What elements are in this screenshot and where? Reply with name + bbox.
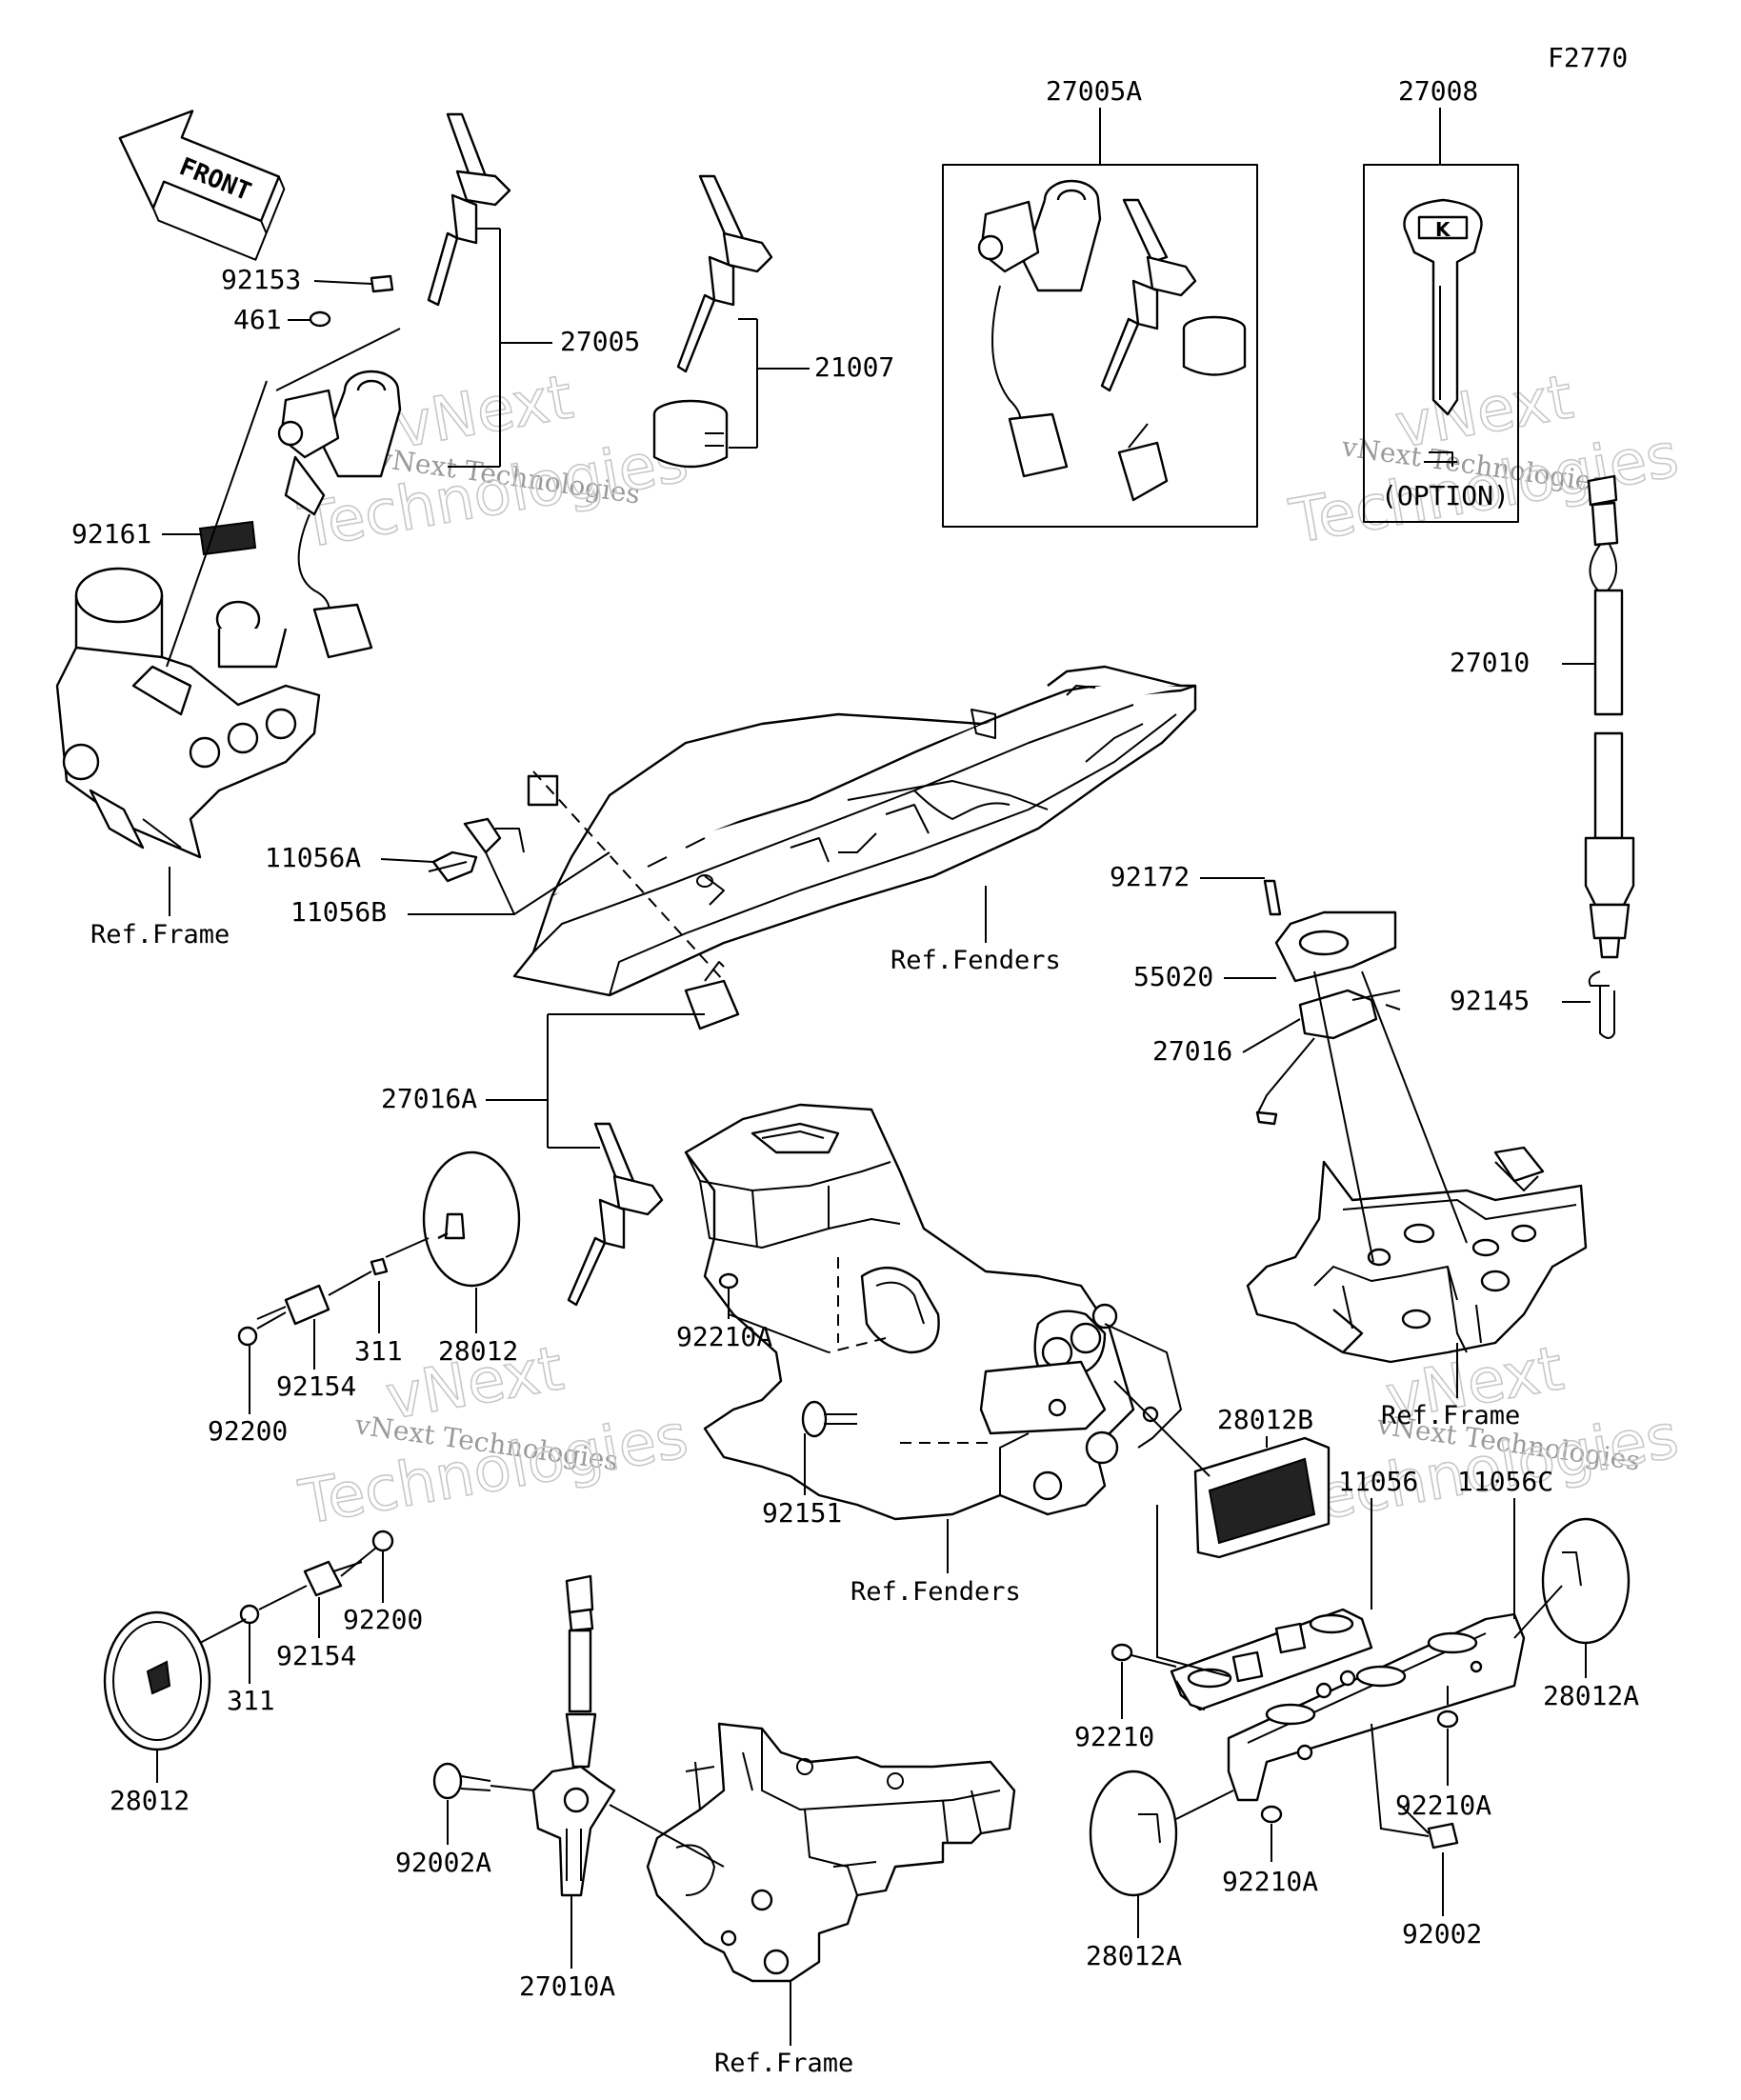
label-92153: 92153 xyxy=(221,264,301,295)
label-92210A-right: 92210A xyxy=(1395,1790,1491,1821)
rear-fender xyxy=(512,665,1197,997)
ignition-kit-27005A xyxy=(977,179,1247,502)
label-92200-left: 92200 xyxy=(208,1415,288,1447)
label-55020: 55020 xyxy=(1133,961,1213,992)
ref-frame-1: Ref.Frame xyxy=(90,920,230,950)
label-311-left: 311 xyxy=(354,1335,403,1367)
label-92172: 92172 xyxy=(1110,861,1190,892)
label-27005: 27005 xyxy=(560,326,640,357)
nut-92210 xyxy=(1111,1643,1133,1662)
label-11056B: 11056B xyxy=(290,896,387,928)
label-92154-left: 92154 xyxy=(276,1370,356,1402)
plate-bracket-11056C xyxy=(1227,1612,1526,1802)
bolt-92002A xyxy=(432,1762,491,1800)
label-92210: 92210 xyxy=(1074,1721,1154,1752)
switch-27010A xyxy=(531,1574,616,1897)
svg-text:Technologies: Technologies xyxy=(294,1401,693,1538)
label-27010: 27010 xyxy=(1450,647,1530,678)
label-92151: 92151 xyxy=(762,1497,842,1529)
ref-fenders-1: Ref.Fenders xyxy=(891,946,1061,975)
watermark-mid-right: vNext vNext Technologies Technologies xyxy=(1284,1333,1684,1540)
label-28012-lower-left: 28012 xyxy=(110,1785,190,1816)
label-92210A-lower: 92210A xyxy=(1222,1866,1318,1897)
blank-key-27008: K xyxy=(1403,198,1483,467)
diagram-code: F2770 xyxy=(1548,42,1628,73)
screw-92151 xyxy=(801,1400,857,1438)
option-label: (OPTION) xyxy=(1381,480,1510,511)
clips-11056 xyxy=(428,817,525,883)
label-461: 461 xyxy=(233,304,282,335)
watermark-top-right: vNext vNext Technologies Technologies xyxy=(1284,362,1684,559)
label-28012A-right: 28012A xyxy=(1543,1680,1639,1711)
label-11056A: 11056A xyxy=(265,842,361,873)
label-28012B: 28012B xyxy=(1217,1404,1313,1435)
label-311-lower: 311 xyxy=(227,1685,275,1716)
label-92210A-center: 92210A xyxy=(676,1321,772,1352)
key-and-cylinder-21007 xyxy=(652,174,773,469)
nut-92210A xyxy=(718,1272,739,1290)
kit-box-27005A xyxy=(942,164,1258,528)
label-92002: 92002 xyxy=(1402,1918,1482,1950)
rear-frame-right xyxy=(1246,1146,1588,1364)
label-92002A: 92002A xyxy=(395,1847,491,1878)
license-plate-bracket xyxy=(684,1103,1182,1521)
kit-box-27008 xyxy=(1363,164,1519,523)
label-27005A: 27005A xyxy=(1046,75,1142,107)
front-arrow-icon: FRONT xyxy=(118,110,286,261)
ref-frame-2: Ref.Frame xyxy=(1381,1401,1520,1430)
reflector-28012B xyxy=(1193,1436,1331,1559)
label-11056: 11056 xyxy=(1338,1466,1418,1497)
ref-fenders-2: Ref.Fenders xyxy=(850,1577,1021,1607)
reflector-28012A-right xyxy=(1541,1517,1631,1645)
label-28012-left: 28012 xyxy=(438,1335,518,1367)
brand-logo-icon: K xyxy=(1435,218,1451,241)
ignition-switch-assembly xyxy=(55,112,511,859)
label-92145: 92145 xyxy=(1450,985,1530,1016)
label-11056C: 11056C xyxy=(1457,1466,1553,1497)
label-92200-lower: 92200 xyxy=(343,1604,423,1635)
label-27016: 27016 xyxy=(1152,1035,1232,1067)
switch-27010 xyxy=(1584,474,1635,1039)
seat-lock-27016A xyxy=(567,961,740,1307)
label-27010A: 27010A xyxy=(519,1970,615,2002)
label-92154-lower: 92154 xyxy=(276,1640,356,1671)
reflector-28012-left xyxy=(237,1150,521,1347)
seat-lock-27016 xyxy=(1255,879,1401,1126)
plate-bracket-11056 xyxy=(1170,1608,1373,1711)
ref-frame-3: Ref.Frame xyxy=(714,2049,853,2078)
nut-92210A-right xyxy=(1436,1710,1459,1729)
nut-92210A-lower xyxy=(1260,1805,1283,1824)
label-28012A-lower: 28012A xyxy=(1086,1940,1182,1971)
bolt-92002 xyxy=(1399,1804,1459,1850)
label-27016A: 27016A xyxy=(381,1083,477,1114)
reflector-28012A-lower xyxy=(1089,1770,1178,1897)
label-21007: 21007 xyxy=(814,351,894,383)
label-92161: 92161 xyxy=(71,518,151,550)
label-27008: 27008 xyxy=(1398,75,1478,107)
rear-frame-bottom xyxy=(646,1722,1016,1983)
